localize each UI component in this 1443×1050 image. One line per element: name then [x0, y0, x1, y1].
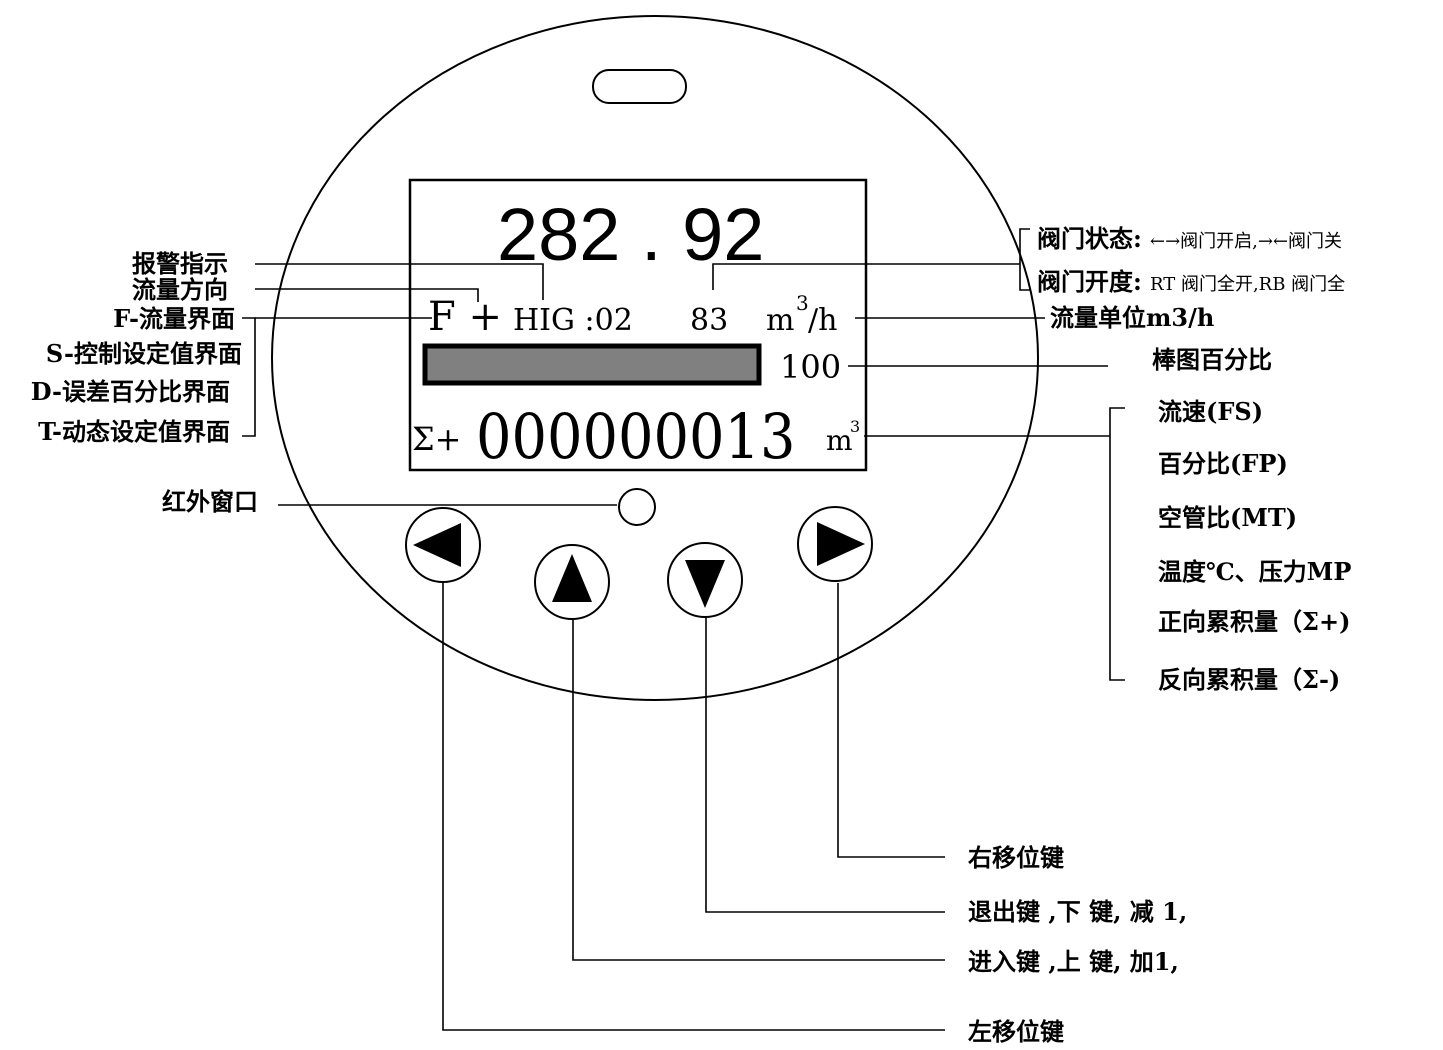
label-flow-unit: 流量单位m3/h [1050, 303, 1214, 332]
label-t-screen: T-动态设定值界面 [38, 417, 230, 446]
unit-h: /h [808, 303, 837, 338]
down-key[interactable] [667, 542, 743, 618]
item-flow-speed: 流速(FS) [1158, 397, 1263, 426]
item-percent: 百分比(FP) [1158, 449, 1288, 478]
right-key[interactable] [797, 506, 873, 582]
alarm-indicator: HIG :02 [513, 303, 633, 338]
bar-percent-value: 100 [780, 348, 841, 386]
label-d-screen: D-误差百分比界面 [31, 377, 230, 406]
label-valve-opening: 阀门开度: [1037, 267, 1142, 296]
unit-m: m [766, 303, 794, 338]
label-s-screen: S-控制设定值界面 [46, 339, 242, 368]
valve-opening-value: 83 [690, 303, 728, 338]
item-empty-pipe: 空管比(MT) [1158, 503, 1297, 532]
ir-window [618, 488, 656, 526]
item-forward-total: 正向累积量（Σ+) [1158, 607, 1350, 636]
valve-state-desc: ←→阀门开启,→←阀门关 [1150, 231, 1342, 252]
bar-graph [422, 343, 762, 386]
valve-opening-desc: RT 阀门全开,RB 阀门全 [1150, 274, 1345, 295]
meter-housing [271, 15, 1039, 701]
total-unit-sup: 3 [850, 417, 860, 436]
right-arrow-icon [817, 522, 865, 566]
down-arrow-icon [685, 560, 725, 608]
label-valve-state: 阀门状态: [1037, 224, 1142, 253]
label-bar-percent: 棒图百分比 [1152, 345, 1272, 374]
lcd-display [408, 178, 868, 472]
label-f-screen: F-流量界面 [113, 304, 235, 333]
label-alarm: 报警指示 [132, 249, 228, 278]
mounting-slot [592, 69, 687, 104]
label-down-key: 退出键 ,下 键, 减 1, [968, 897, 1187, 926]
flow-value: 282 . 92 [497, 193, 764, 276]
item-temp-pressure: 温度℃、压力MP [1158, 557, 1351, 586]
label-ir-window: 红外窗口 [162, 487, 258, 516]
total-unit: m [826, 424, 853, 457]
label-left-key: 左移位键 [968, 1017, 1064, 1046]
label-right-key: 右移位键 [968, 843, 1064, 872]
left-key[interactable] [405, 507, 481, 583]
total-value: 000000013 [476, 400, 795, 473]
left-arrow-icon [413, 523, 461, 567]
label-up-key: 进入键 ,上 键, 加1, [968, 947, 1179, 976]
up-key[interactable] [534, 544, 610, 620]
label-flow-direction: 流量方向 [132, 275, 228, 304]
total-sign: Σ+ [412, 420, 461, 458]
leader-lines [242, 228, 1125, 1031]
item-reverse-total: 反向累积量（Σ-) [1158, 665, 1340, 694]
up-arrow-icon [552, 554, 592, 602]
unit-sup: 3 [796, 291, 809, 315]
direction-indicator: F + [428, 294, 502, 340]
